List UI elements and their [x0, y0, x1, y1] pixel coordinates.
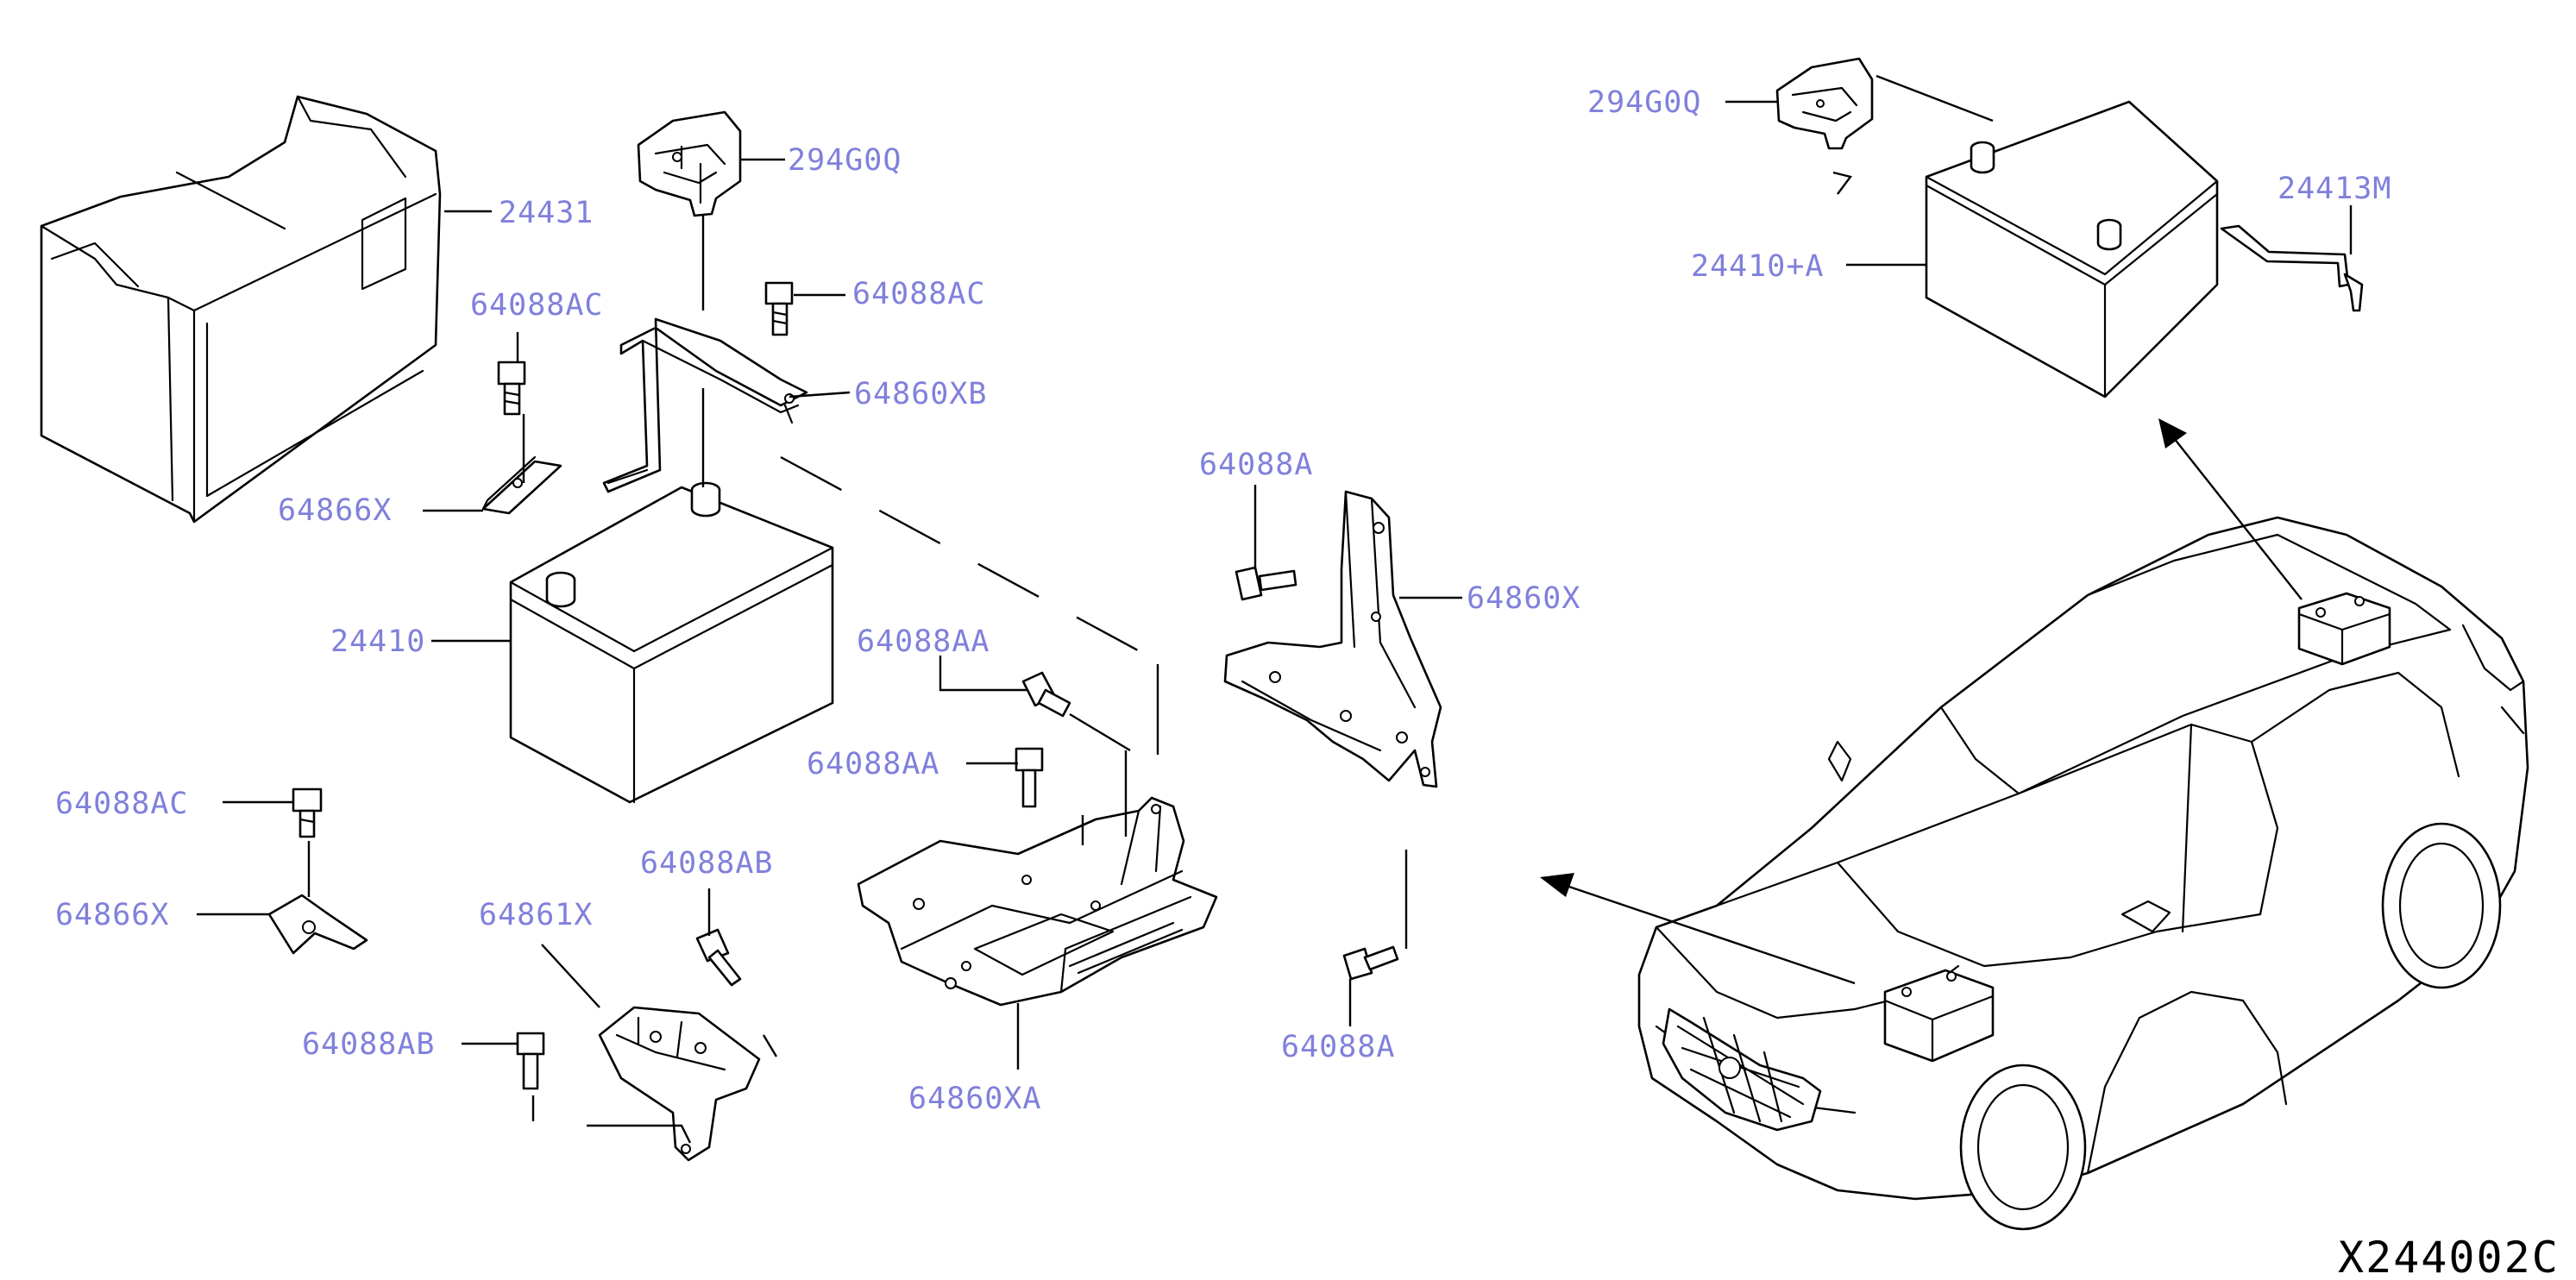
bolt-64088aa-upper	[1021, 671, 1071, 718]
bracket-64861x	[598, 1006, 761, 1162]
label-294g0q: 294G0Q	[1587, 85, 1701, 120]
label-64088ab: 64088AB	[302, 1027, 436, 1062]
bracket-64866x-upper	[481, 455, 562, 515]
bracket-64866x-lower	[267, 894, 368, 955]
terminal-cover-294g0q-right	[1775, 57, 1874, 150]
battery-24410-plus-a	[1925, 100, 2219, 398]
battery-frame-64860xb	[602, 317, 808, 493]
label-24413m: 24413M	[2278, 172, 2391, 206]
bolt-64088aa-lower	[1015, 747, 1044, 808]
cover-dash-right	[1832, 171, 1853, 195]
battery-tray-64860xa	[857, 796, 1218, 1007]
bolt-64088ac-lower	[292, 787, 323, 838]
callout-leaders	[197, 100, 2353, 1070]
label-64860xb: 64860XB	[854, 377, 988, 411]
label-64088a: 64088A	[1281, 1030, 1395, 1064]
location-arrows	[1540, 418, 2303, 985]
battery-24410	[509, 481, 834, 804]
callout-labels: 24431 294G0Q 64088AC 64088AC 64860XB 648…	[55, 85, 2391, 1116]
bolt-64088ac-mid	[764, 281, 794, 336]
label-64866x: 64866X	[278, 493, 392, 528]
cable-leader	[1875, 74, 1994, 122]
battery-cover-24431	[40, 95, 442, 524]
label-24410: 24410	[330, 624, 425, 659]
label-64088aa: 64088AA	[807, 747, 940, 781]
label-64860xa: 64860XA	[908, 1082, 1042, 1116]
label-24431: 24431	[499, 196, 594, 230]
vehicle-illustration	[1637, 516, 2529, 1231]
bolt-64088a-upper	[1235, 566, 1297, 601]
label-64088ac: 64088AC	[852, 277, 986, 311]
bracket-64860x	[1223, 490, 1442, 788]
label-64866x: 64866X	[55, 898, 169, 932]
label-24410-plus-a: 24410+A	[1691, 249, 1825, 284]
label-64088ac: 64088AC	[470, 288, 604, 323]
label-64088aa: 64088AA	[857, 624, 990, 659]
label-64860x: 64860X	[1467, 581, 1580, 616]
bolt-64088ab-lower	[516, 1032, 545, 1090]
assembly-lines	[307, 216, 1408, 1144]
label-294g0q: 294G0Q	[788, 143, 902, 178]
bolt-64088ac-upper	[497, 361, 526, 416]
battery-cable-24413m	[2220, 224, 2364, 312]
label-64088a: 64088A	[1199, 448, 1313, 482]
diagram-code: X244002C	[2338, 1233, 2560, 1280]
terminal-cover-294g0q-top	[637, 110, 742, 217]
label-64088ab: 64088AB	[640, 846, 774, 881]
label-64861x: 64861X	[479, 898, 593, 932]
label-64088ac: 64088AC	[55, 787, 189, 821]
bolt-64088ab-upper	[695, 928, 742, 987]
bolt-64088a-lower	[1342, 945, 1399, 981]
